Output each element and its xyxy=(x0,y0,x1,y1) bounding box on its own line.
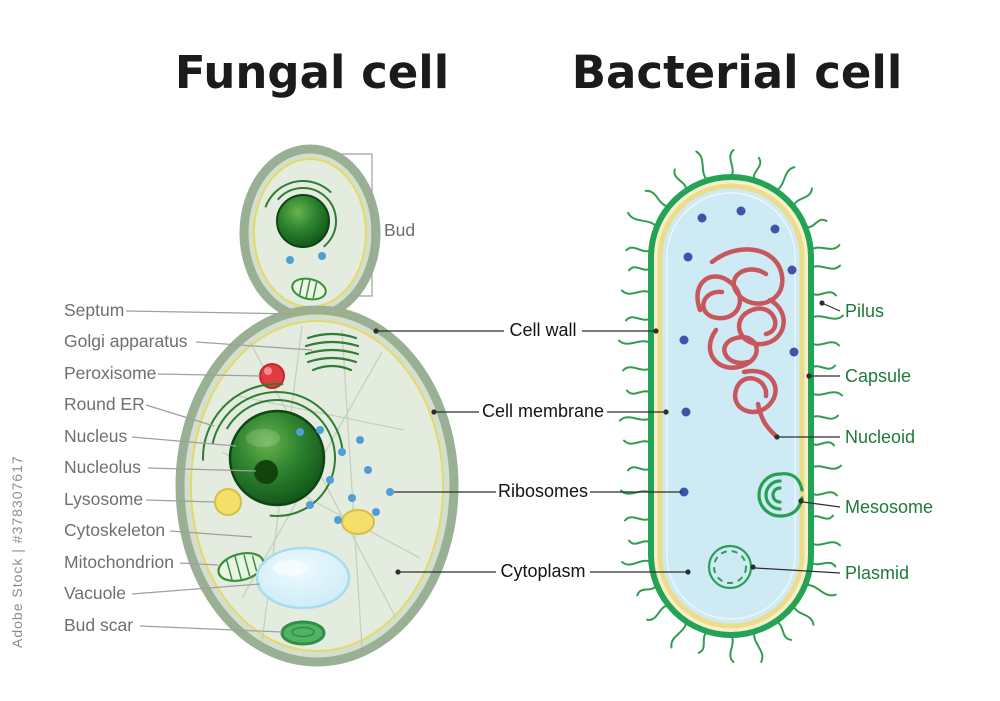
bud-mitochondrion xyxy=(291,277,327,301)
label-vacuole: Vacuole xyxy=(64,583,126,603)
label-cell-membrane: Cell membrane xyxy=(482,401,604,421)
nucleus xyxy=(228,409,326,507)
bacterial-cell-membrane xyxy=(666,192,796,620)
bud-contents xyxy=(261,180,344,301)
label-septum: Septum xyxy=(64,300,124,320)
label-nucleus: Nucleus xyxy=(64,426,127,446)
label-peroxisome: Peroxisome xyxy=(64,363,156,383)
label-nucleolus: Nucleolus xyxy=(64,457,141,477)
fungal-title: Fungal cell xyxy=(175,46,449,99)
bacterial-ribosomes xyxy=(679,206,799,497)
label-golgi: Golgi apparatus xyxy=(64,331,188,351)
label-capsule: Capsule xyxy=(845,366,911,386)
bacterial-labels: Pilus Capsule Nucleoid Mesosome Plasmid xyxy=(750,300,933,583)
nucleus-highlight xyxy=(246,429,280,447)
vacuole xyxy=(255,546,351,610)
lysosome xyxy=(214,488,242,516)
bud-scar xyxy=(280,620,326,646)
label-lysosome: Lysosome xyxy=(64,489,143,509)
bud-bracket xyxy=(336,153,373,297)
label-bud: Bud xyxy=(384,220,415,240)
label-mesosome: Mesosome xyxy=(845,497,933,517)
fungal-ribosomes xyxy=(286,252,394,524)
label-nucleoid: Nucleoid xyxy=(845,427,915,447)
label-round-er: Round ER xyxy=(64,394,145,414)
label-cell-wall: Cell wall xyxy=(509,320,576,340)
nucleolus xyxy=(254,460,278,484)
bacterial-cell xyxy=(618,149,844,663)
label-plasmid: Plasmid xyxy=(845,563,909,583)
fungal-labels: Bud Septum Golgi apparatus Peroxisome Ro… xyxy=(64,153,415,635)
bud-nucleus xyxy=(276,194,330,248)
shared-labels: Cell wall Cell membrane Ribosomes Cytopl… xyxy=(373,320,691,581)
label-bud-scar: Bud scar xyxy=(64,615,133,635)
golgi-apparatus xyxy=(304,332,360,372)
label-mitochondrion: Mitochondrion xyxy=(64,552,174,572)
mesosome xyxy=(757,472,804,518)
label-cytoplasm: Cytoplasm xyxy=(500,561,585,581)
bacterial-title: Bacterial cell xyxy=(572,46,903,99)
label-pilus: Pilus xyxy=(845,301,884,321)
lysosome-2 xyxy=(341,509,375,535)
label-ribosomes: Ribosomes xyxy=(498,481,588,501)
fungal-cell xyxy=(175,144,459,667)
stock-watermark: Adobe Stock | #378307617 xyxy=(9,455,25,648)
label-cytoskeleton: Cytoskeleton xyxy=(64,520,165,540)
nucleoid xyxy=(695,247,786,439)
